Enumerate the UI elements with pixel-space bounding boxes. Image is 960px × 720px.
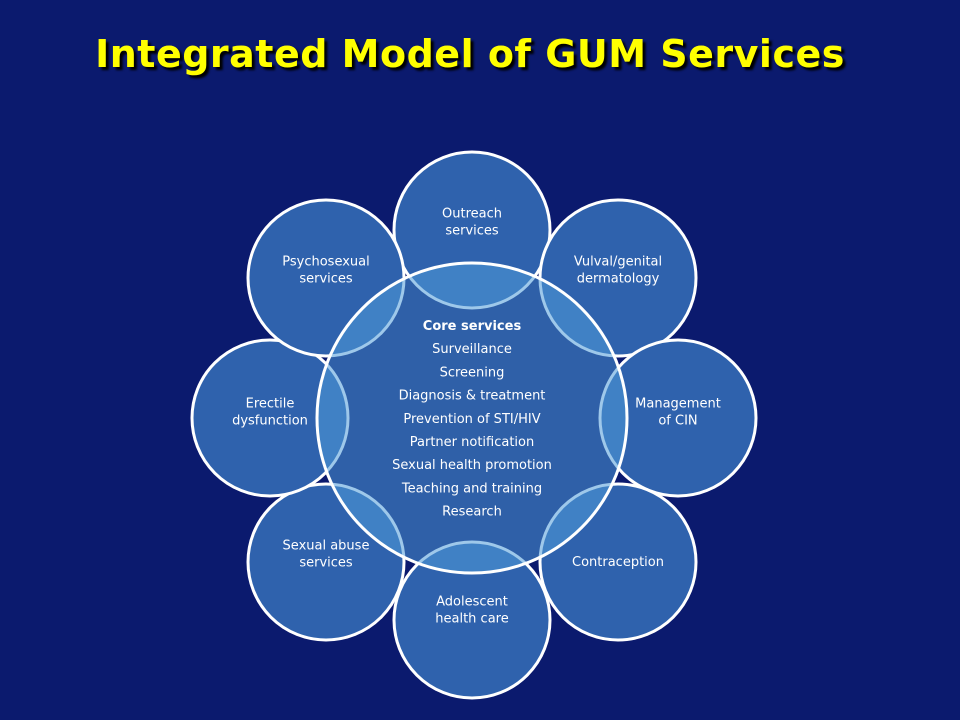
satellite-label-erectile-dysfunction: dysfunction (232, 414, 308, 429)
core-heading: Core services (423, 319, 522, 334)
satellite-label-erectile-dysfunction: Erectile (246, 397, 295, 412)
satellite-label-sexual-abuse-services: Sexual abuse (283, 539, 370, 554)
core-item-research: Research (442, 505, 502, 520)
satellite-label-sexual-abuse-services: services (299, 556, 353, 571)
core-item-teaching-and-training: Teaching and training (401, 481, 542, 496)
core-services-circle (315, 261, 629, 575)
core-item-screening: Screening (440, 365, 505, 380)
core-item-diagnosis-treatment: Diagnosis & treatment (399, 389, 546, 404)
satellite-label-adolescent-health-care: Adolescent (436, 595, 508, 610)
core-item-prevention-of-sti-hiv: Prevention of STI/HIV (403, 412, 540, 427)
satellite-label-psychosexual-services: services (299, 272, 353, 287)
satellite-label-management-of-cin: Management (635, 397, 721, 412)
satellite-label-vulval-genital-dermatology: Vulval/genital (574, 255, 662, 270)
satellite-label-adolescent-health-care: health care (435, 612, 508, 627)
core-item-surveillance: Surveillance (432, 342, 512, 357)
satellite-label-psychosexual-services: Psychosexual (282, 255, 369, 270)
core-item-sexual-health-promotion: Sexual health promotion (392, 458, 552, 473)
page-title: Integrated Model of GUM Services (95, 32, 845, 76)
satellite-label-outreach-services: Outreach (442, 207, 502, 222)
satellite-label-management-of-cin: of CIN (658, 414, 697, 429)
satellite-label-contraception: Contraception (572, 555, 664, 570)
satellite-label-vulval-genital-dermatology: dermatology (577, 272, 660, 287)
core-item-partner-notification: Partner notification (410, 435, 534, 450)
satellite-label-outreach-services: services (445, 224, 499, 239)
